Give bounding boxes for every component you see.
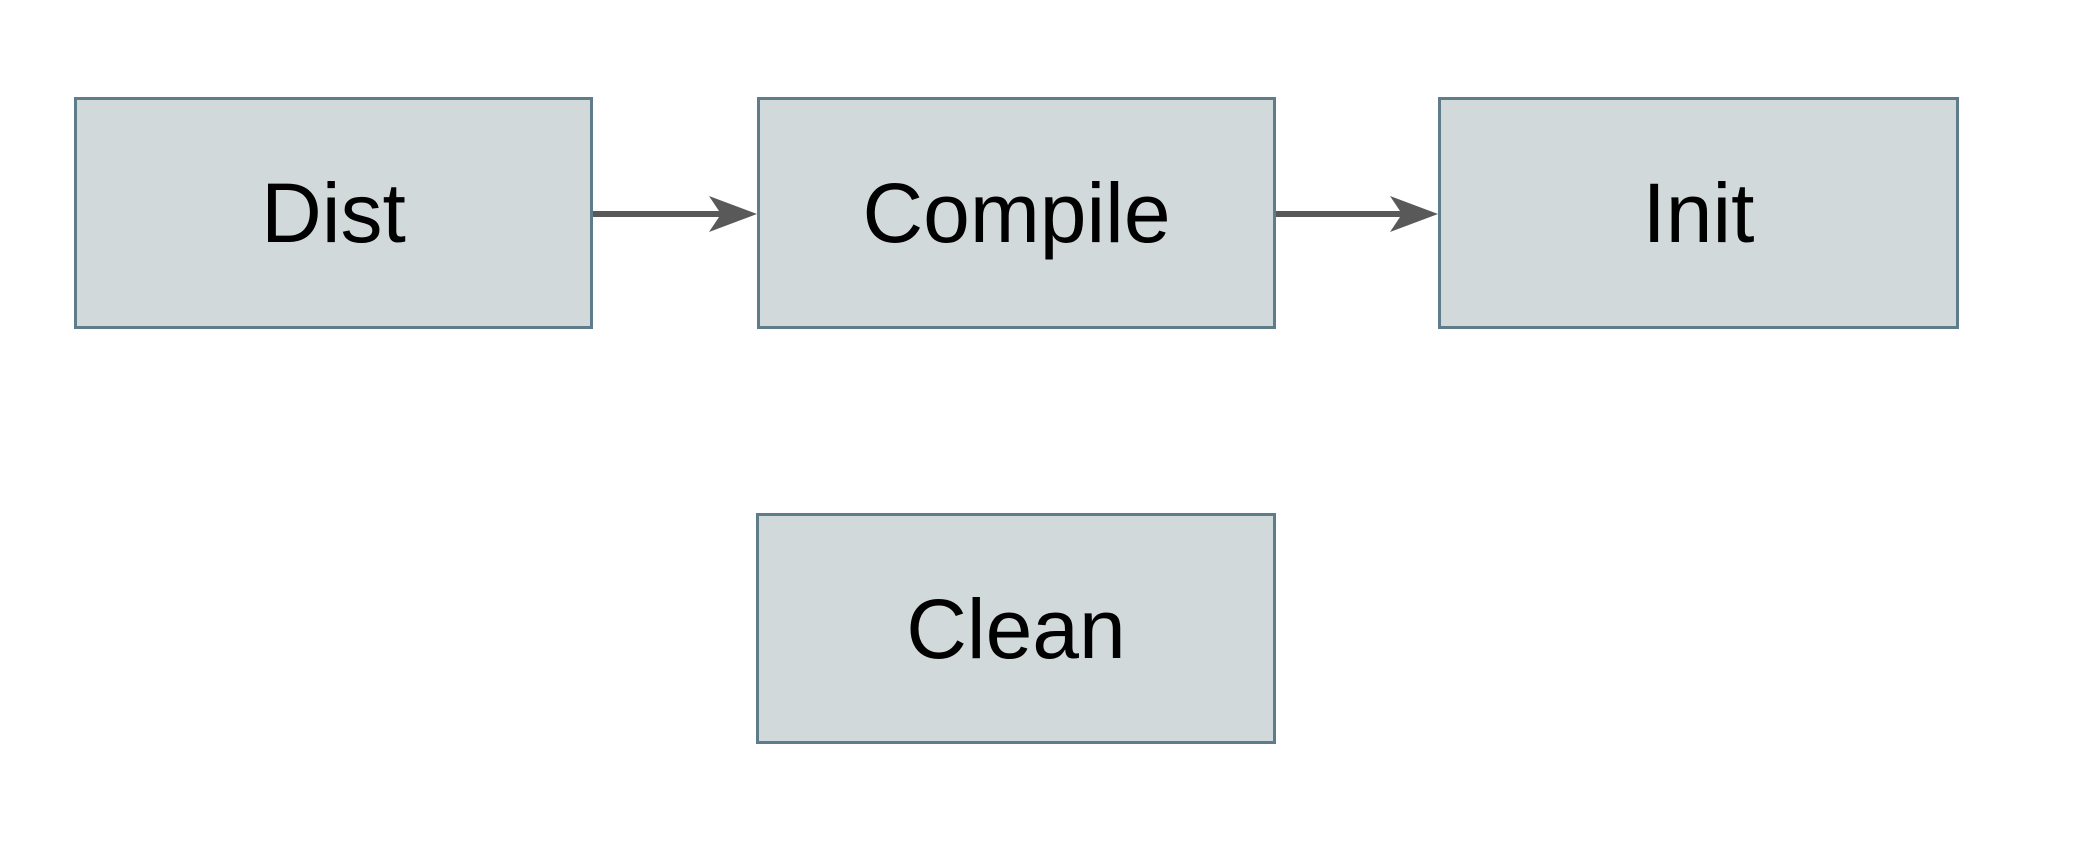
node-clean-label: Clean (906, 581, 1126, 676)
arrow-dist-to-compile (593, 196, 757, 232)
node-init[interactable]: Init (1438, 97, 1959, 329)
node-init-label: Init (1642, 166, 1755, 260)
node-compile-label: Compile (862, 166, 1171, 260)
node-compile[interactable]: Compile (757, 97, 1276, 329)
arrow-head (1390, 196, 1438, 232)
node-clean[interactable]: Clean (756, 513, 1276, 744)
arrow-head (709, 196, 757, 232)
arrow-compile-to-init (1276, 196, 1438, 232)
node-dist-label: Dist (261, 166, 406, 260)
node-dist[interactable]: Dist (74, 97, 593, 329)
